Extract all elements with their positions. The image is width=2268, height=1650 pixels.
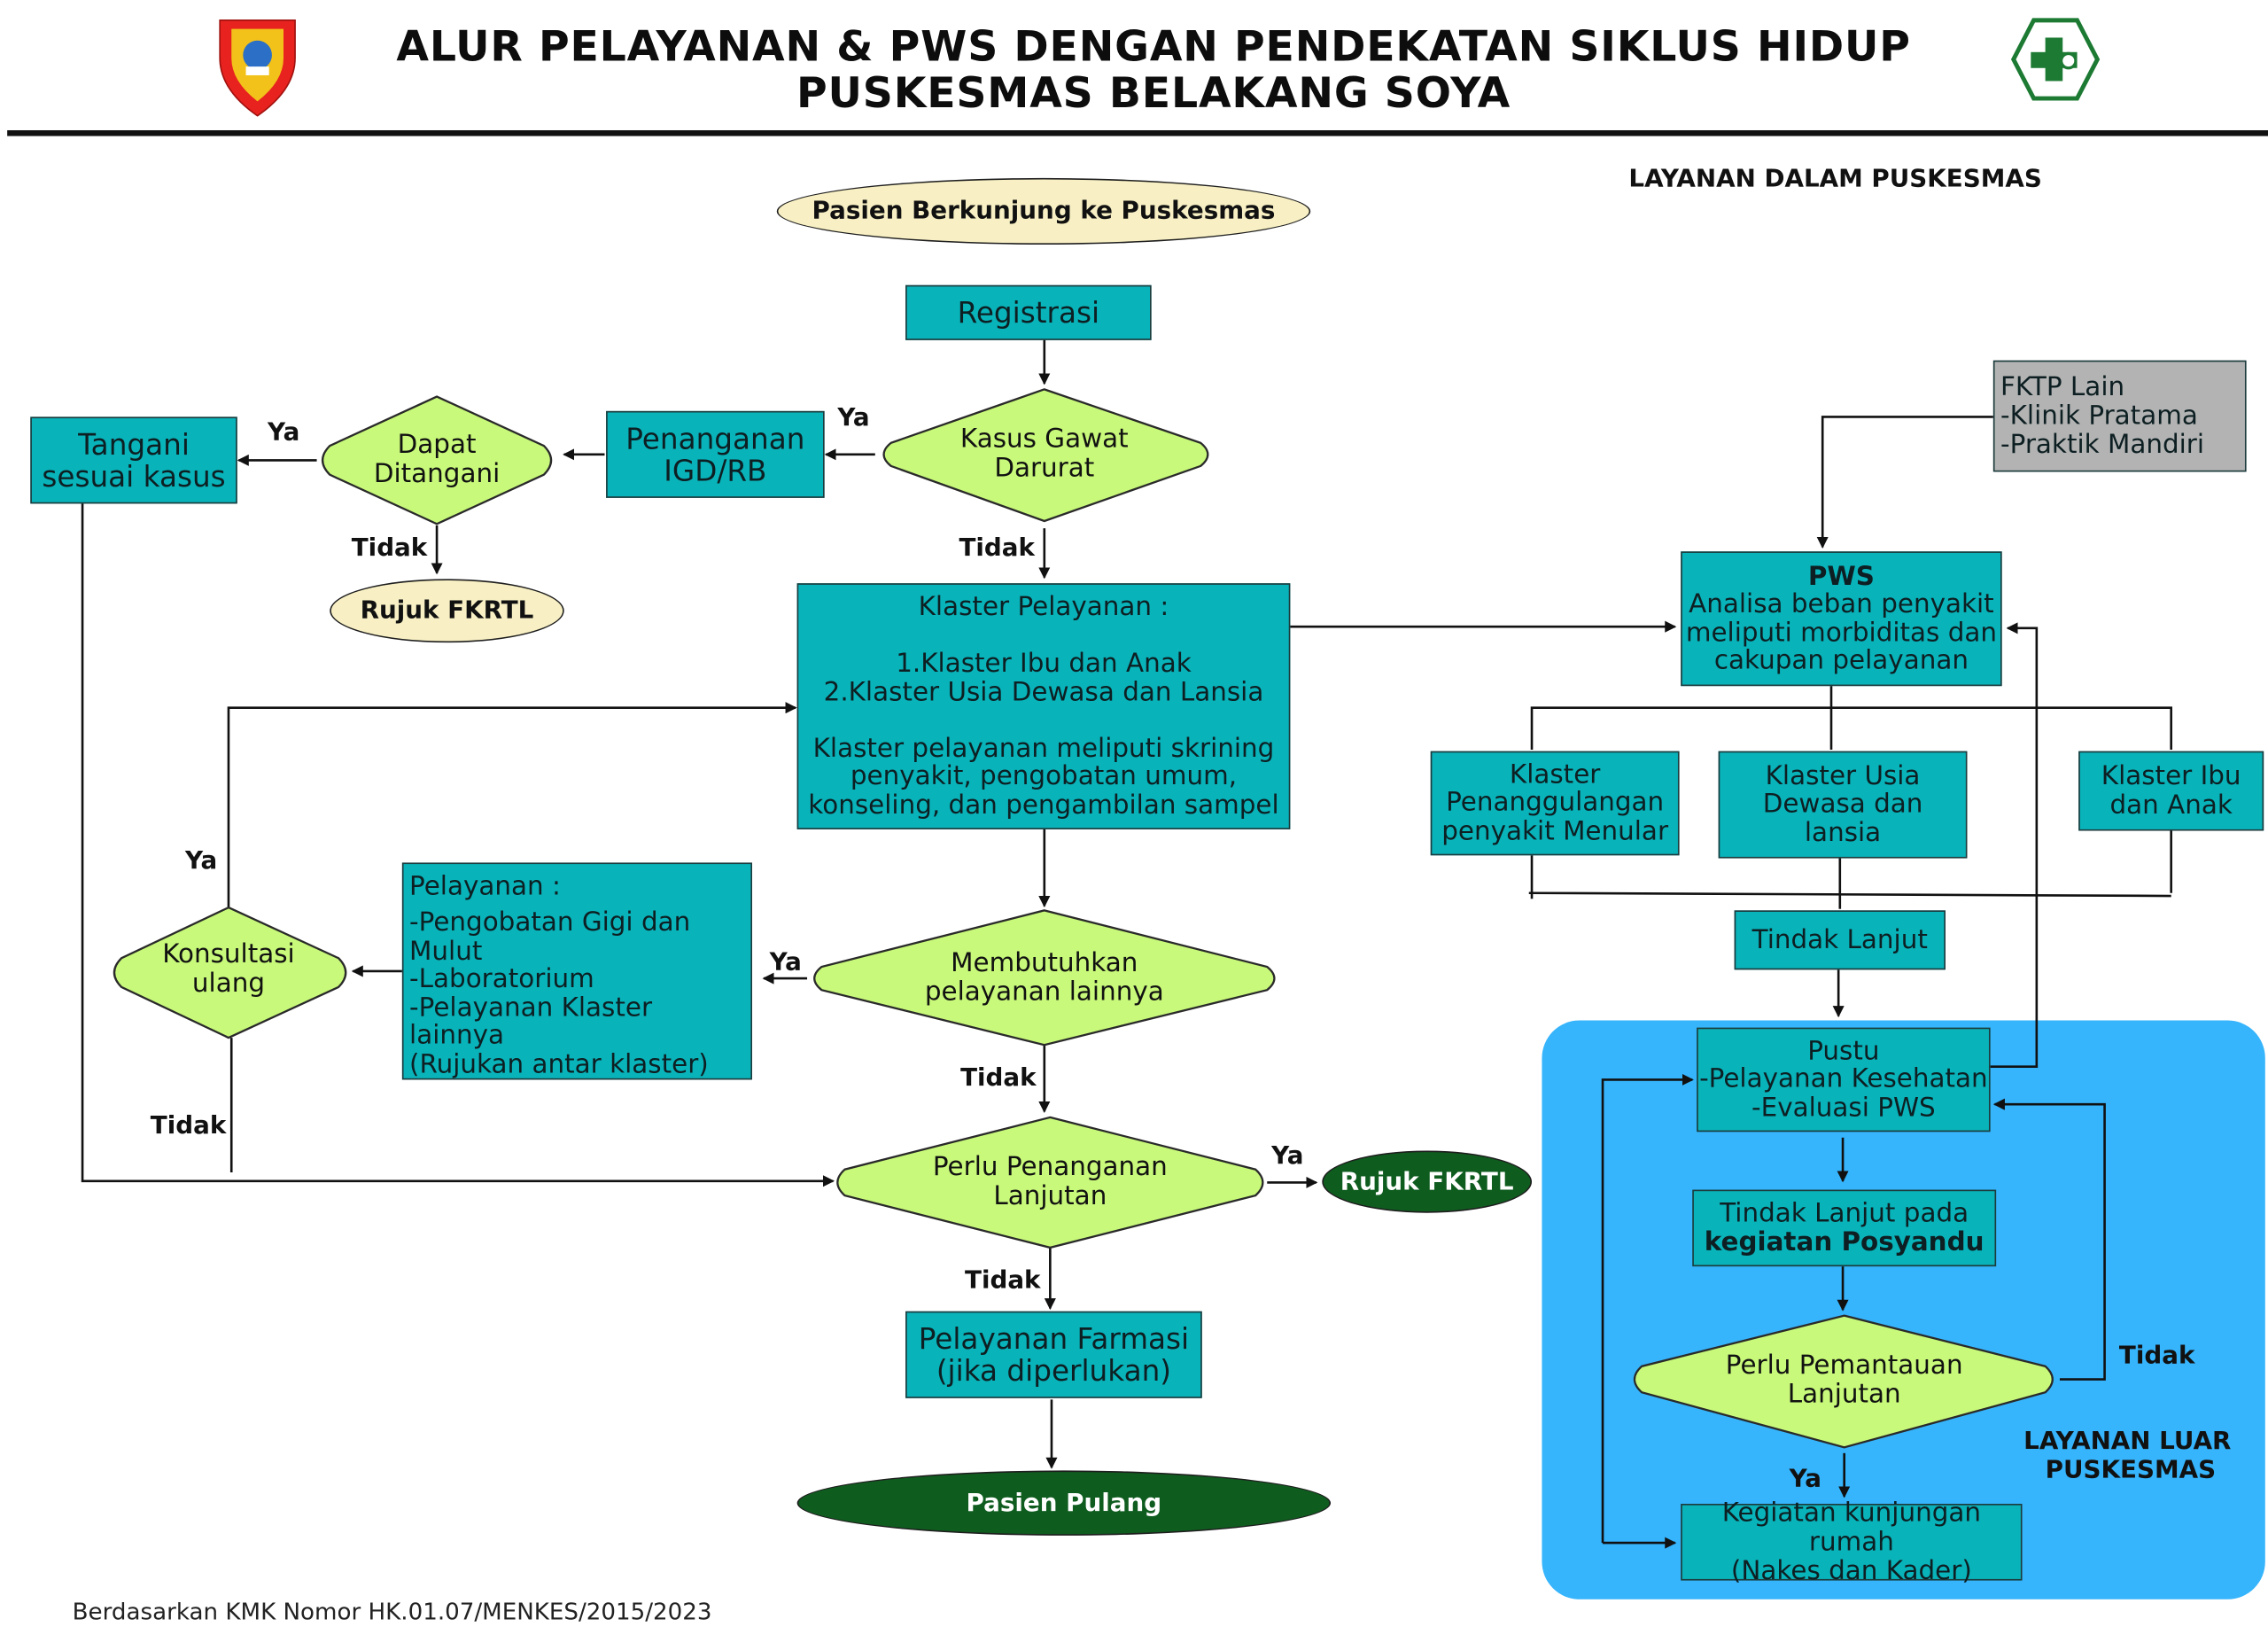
klaster-dewasa-line-1: Dewasa dan [1762,789,1923,820]
diamond-konsultasi [113,906,347,1039]
edge-ya-membutuhkan: Ya [769,947,802,977]
klaster-line-7: konseling, dan pengambilan sampel [808,789,1279,821]
klaster-line-6: penyakit, pengobatan umum, [850,761,1238,792]
farmasi-label-2: (jika diperlukan) [936,1353,1172,1389]
pelayanan-line-4: -Laboratorium [409,963,594,995]
posyandu-line-0: Tindak Lanjut pada [1720,1197,1969,1228]
klaster-ibu-line-1: dan Anak [2109,789,2233,821]
pustu-box[interactable]: Pustu -Pelayanan Kesehatan -Evaluasi PWS [1697,1027,1991,1132]
klaster-ibu-line-0: Klaster Ibu [2101,761,2241,792]
arrow-fktp-to-pws [1816,416,1993,549]
header-divider [7,129,2268,136]
arrow-konsultasi-to-klaster [227,702,797,908]
klaster-menular-line-0: Klaster [1509,759,1601,790]
klaster-dewasa-box[interactable]: Klaster Usia Dewasa dan lansia [1718,751,1968,859]
fktp-line-0: FKTP Lain [2000,370,2125,402]
arrow-pustu-to-pws [1990,622,2039,1069]
tindak-lanjut-label: Tindak Lanjut [1751,923,1928,955]
edge-tidak-dapat: Tidak [351,533,428,564]
page-title-line2: PUSKESMAS BELAKANG SOYA [796,67,1511,118]
pws-title: PWS [1807,560,1875,592]
diamond-perlu-penanganan [836,1116,1264,1249]
pasien-pulang-oval[interactable]: Pasien Pulang [796,1470,1332,1536]
pws-line-1: Analisa beban penyakit [1689,588,1994,620]
pustu-line-1: -Pelayanan Kesehatan [1699,1063,1988,1095]
registrasi-label: Registrasi [957,295,1100,331]
diamond-pemantauan [1633,1314,2054,1449]
kunjungan-rumah-box[interactable]: Kegiatan kunjungan rumah (Nakes dan Kade… [1681,1498,2023,1584]
pelayanan-line-2: -Pengobatan Gigi dan [409,907,691,938]
pws-line-3: cakupan pelayanan [1713,645,1969,676]
edge-tidak-pemantauan: Tidak [2118,1342,2195,1371]
rujuk-fkrtl-oval-2[interactable]: Rujuk FKRTL [1322,1150,1533,1213]
fktp-line-2: -Praktik Mandiri [2000,429,2205,460]
section-outside-label-1: LAYANAN LUAR [2023,1427,2232,1457]
arrow-loop-to-pustu [1601,1073,1694,1544]
section-inside-label: LAYANAN DALAM PUSKESMAS [1628,165,2042,194]
edge-ya-dapat: Ya [268,418,300,448]
kunjungan-line-0: Kegiatan kunjungan rumah [1721,1497,1982,1557]
pelayanan-line-0: Pelayanan : [409,871,561,902]
footer-reference: Berdasarkan KMK Nomor HK.01.07/MENKES/20… [72,1598,712,1626]
page-title-line1: ALUR PELAYANAN & PWS DENGAN PENDEKATAN S… [396,21,1911,72]
arrow-pemantauan-tidak [1992,1098,2106,1381]
klaster-line-0: Klaster Pelayanan : [918,592,1169,623]
farmasi-label-1: Pelayanan Farmasi [918,1321,1190,1357]
kunjungan-line-1: (Nakes dan Kader) [1730,1554,1972,1586]
pelayanan-line-5: -Pelayanan Klaster lainnya [409,992,653,1051]
posyandu-line-1: kegiatan Posyandu [1704,1226,1984,1257]
edge-tidak-perlu: Tidak [965,1266,1041,1296]
edge-ya-perlu: Ya [1271,1141,1304,1171]
edge-ya-gawat: Ya [837,403,870,433]
klaster-menular-line-2: penyakit Menular [1441,815,1669,847]
diamond-kasus-gawat [882,388,1209,523]
section-outside-label-2: PUSKESMAS [2045,1456,2217,1485]
edge-tidak-gawat: Tidak [959,533,1035,564]
pustu-line-2: -Evaluasi PWS [1751,1092,1936,1124]
line-klaster-join [1528,891,2171,898]
pws-line-2: meliputi morbiditas dan [1685,617,1997,648]
arrow-tangani-to-perlu [81,503,835,1187]
start-oval[interactable]: Pasien Berkunjung ke Puskesmas [776,177,1311,245]
tangani-label-1: Tangani [78,426,190,463]
diamond-membutuhkan [813,909,1276,1047]
tangani-box[interactable]: Tangani sesuai kasus [30,416,237,504]
klaster-line-3: 2.Klaster Usia Dewasa dan Lansia [823,676,1264,707]
klaster-menular-line-1: Penanggulangan [1446,787,1665,819]
igd-box[interactable]: Penanganan IGD/RB [606,410,825,498]
pustu-line-0: Pustu [1807,1036,1880,1067]
tangani-label-2: sesuai kasus [42,458,226,494]
edge-tidak-konsultasi: Tidak [150,1111,227,1141]
klaster-dewasa-line-2: lansia [1804,817,1882,848]
klaster-line-2: 1.Klaster Ibu dan Anak [896,648,1192,680]
line-pws-branch [1530,706,2172,751]
fktp-lain-box[interactable]: FKTP Lain -Klinik Pratama -Praktik Mandi… [1992,360,2247,472]
edge-tidak-membutuhkan: Tidak [960,1063,1037,1094]
klaster-line-5: Klaster pelayanan meliputi skrining [812,733,1275,764]
posyandu-box[interactable]: Tindak Lanjut pada kegiatan Posyandu [1692,1189,1997,1267]
pelayanan-line-3: Mulut [409,935,483,967]
rujuk-fkrtl-oval-1[interactable]: Rujuk FKRTL [330,579,564,643]
edge-ya-konsultasi: Ya [184,846,218,876]
farmasi-box[interactable]: Pelayanan Farmasi (jika diperlukan) [905,1311,1202,1398]
puskesmas-logo-icon [2010,18,2101,101]
tindak-lanjut-box[interactable]: Tindak Lanjut [1734,910,1946,970]
klaster-menular-box[interactable]: Klaster Penanggulangan penyakit Menular [1430,751,1680,856]
edge-ya-pemantauan: Ya [1789,1464,1821,1494]
klaster-pelayanan-box[interactable]: Klaster Pelayanan : 1.Klaster Ibu dan An… [796,583,1291,829]
igd-label-1: Penanganan [625,421,805,456]
fktp-line-1: -Klinik Pratama [2000,400,2198,431]
igd-label-2: IGD/RB [664,453,767,488]
klaster-ibu-box[interactable]: Klaster Ibu dan Anak [2078,751,2264,831]
diamond-dapat-ditangani [321,395,553,525]
city-emblem-icon [219,19,296,117]
registrasi-box[interactable]: Registrasi [905,284,1152,340]
klaster-dewasa-line-0: Klaster Usia [1765,760,1921,792]
pelayanan-lain-box[interactable]: Pelayanan : -Pengobatan Gigi dan Mulut -… [401,862,753,1080]
pelayanan-line-6: (Rujukan antar klaster) [409,1048,709,1079]
pws-box[interactable]: PWS Analisa beban penyakit meliputi morb… [1681,551,2002,687]
